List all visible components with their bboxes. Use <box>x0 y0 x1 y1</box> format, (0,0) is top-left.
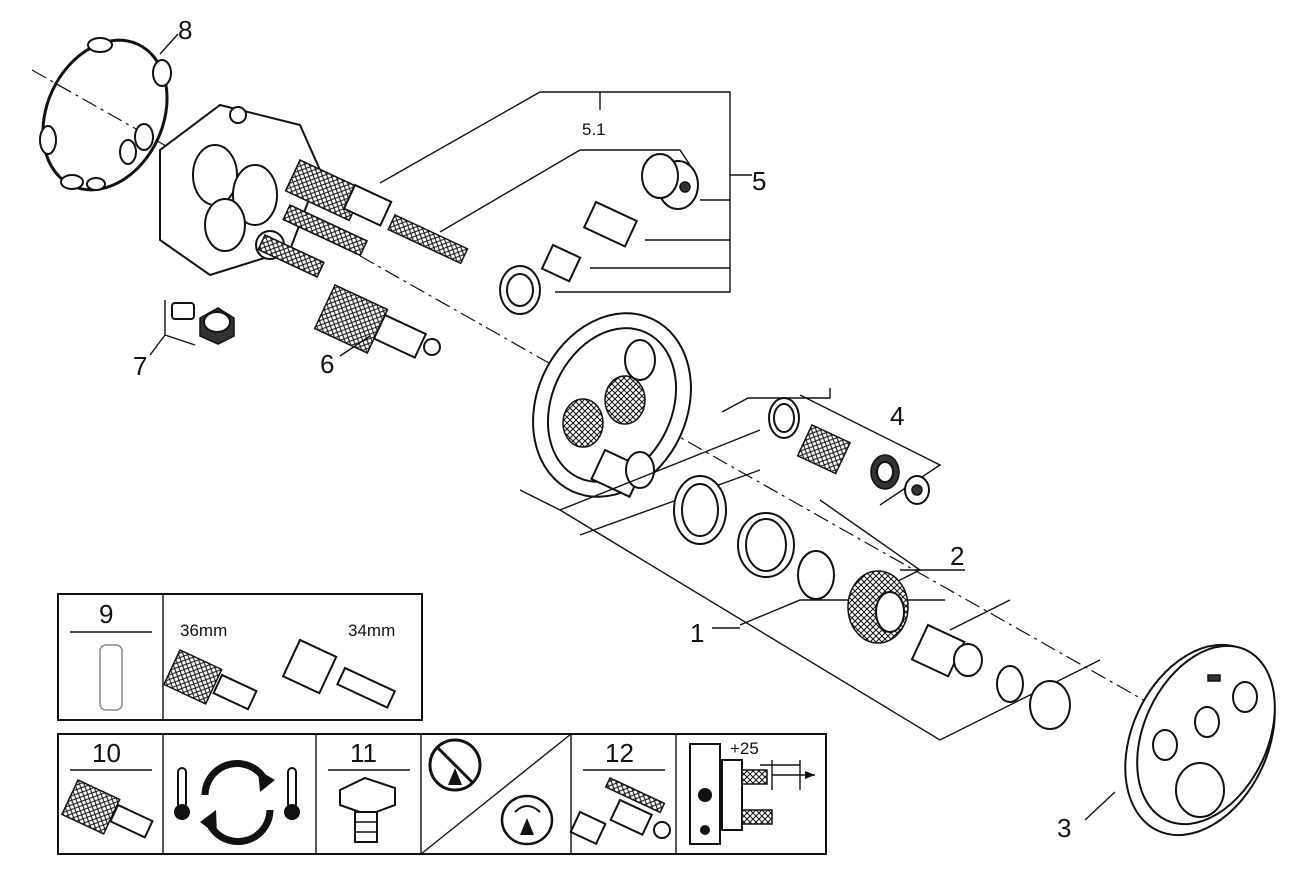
valve-body <box>159 103 393 278</box>
size-36mm: 36mm <box>180 621 227 640</box>
label-7: 7 <box>133 351 147 381</box>
legend-12-number: 12 <box>605 738 634 768</box>
part-8-o-ring-chain <box>39 37 172 192</box>
legend-box-9: 9 36mm 34mm <box>57 593 423 721</box>
part-2-components <box>673 475 1071 730</box>
cartridge-icon <box>60 779 154 839</box>
part-6-cartridge <box>313 284 441 359</box>
part-5-rod <box>387 214 469 265</box>
cartridge-36mm-icon <box>162 649 258 711</box>
rosette-backplate <box>532 312 692 499</box>
no-tool-icon <box>428 738 482 792</box>
offset-plus-25: +25 <box>730 739 759 758</box>
handle-ok-icon <box>500 794 554 846</box>
part-5-components <box>499 153 699 315</box>
label-6: 6 <box>320 349 334 379</box>
label-8: 8 <box>178 15 192 45</box>
legend-strip: 10 11 12 <box>57 733 827 855</box>
part-3-cover-plate <box>1124 643 1276 837</box>
size-34mm: 34mm <box>348 621 395 640</box>
handle-adapter-icon <box>339 776 396 843</box>
legend-11-number: 11 <box>350 738 377 768</box>
part-4-components <box>768 397 930 505</box>
label-1: 1 <box>690 618 704 648</box>
installation-depth-icon <box>689 743 815 845</box>
spindle-parts-icon <box>569 777 671 846</box>
label-2: 2 <box>950 541 964 571</box>
cartridge-34mm-icon <box>281 638 397 709</box>
part-7-fittings <box>171 302 235 345</box>
legend-9-number: 9 <box>99 599 113 629</box>
label-4: 4 <box>890 401 904 431</box>
legend-10-number: 10 <box>92 738 121 768</box>
sleeve-icon <box>99 644 123 711</box>
temperature-rotate-icon <box>174 760 300 845</box>
label-3: 3 <box>1057 813 1071 843</box>
label-5-1: 5.1 <box>582 120 606 139</box>
label-5: 5 <box>752 166 766 196</box>
